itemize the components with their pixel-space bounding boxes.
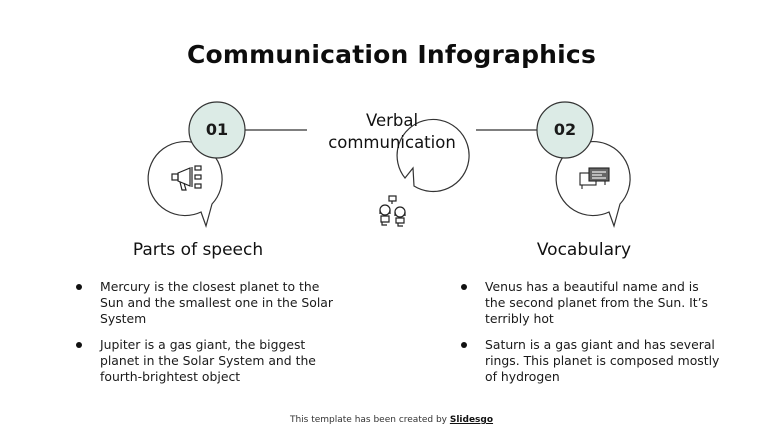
center-label-line2: communication — [328, 133, 456, 152]
heading-parts-of-speech: Parts of speech — [132, 240, 264, 260]
center-label-line1: Verbal — [365, 111, 419, 130]
right-bullet-list: Venus has a beautiful name and is the se… — [461, 279, 721, 395]
heading-vocabulary: Vocabulary — [536, 240, 632, 260]
footer-text: This template has been created by — [289, 415, 450, 425]
step-number-01: 01 — [205, 120, 229, 139]
chat-messages-icon — [579, 167, 610, 189]
bullet-dot-icon — [76, 284, 82, 290]
footer-brand-link[interactable]: Slidesgo — [449, 415, 494, 425]
bullet-dot-icon — [76, 342, 82, 348]
list-item: Mercury is the closest planet to the Sun… — [76, 279, 338, 327]
people-talking-icon — [379, 195, 406, 227]
bullet-dot-icon — [461, 342, 467, 348]
megaphone-icon — [171, 165, 202, 191]
center-label: Verbal communication — [322, 110, 462, 154]
left-bullet-list: Mercury is the closest planet to the Sun… — [76, 279, 338, 395]
list-item: Jupiter is a gas giant, the biggest plan… — [76, 337, 338, 385]
slide-title: Communication Infographics — [186, 40, 597, 69]
bullet-dot-icon — [461, 284, 467, 290]
list-item: Venus has a beautiful name and is the se… — [461, 279, 721, 327]
footer-credit: This template has been created by Slides… — [0, 415, 783, 425]
list-item: Saturn is a gas giant and has several ri… — [461, 337, 721, 385]
speech-bubble-center — [396, 118, 470, 193]
number-circle-01 — [188, 101, 246, 159]
step-number-02: 02 — [553, 120, 577, 139]
number-circle-02 — [536, 101, 594, 159]
